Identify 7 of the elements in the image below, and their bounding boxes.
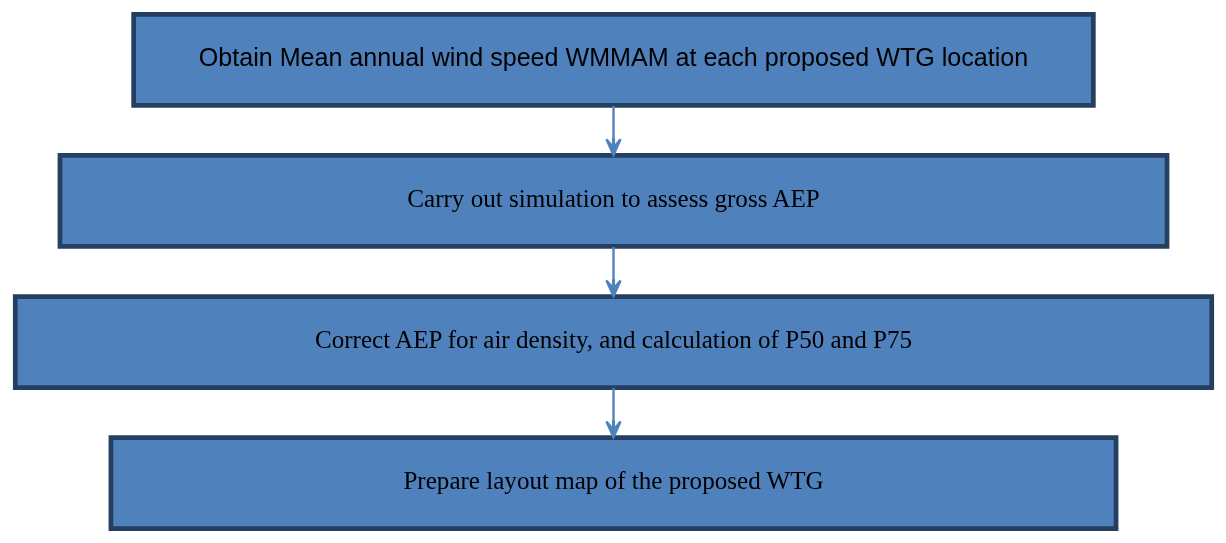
arrow <box>604 388 622 439</box>
arrow <box>604 246 622 298</box>
node-box: Obtain Mean annual wind speed WMMAM at each proposed WTG location <box>130 12 1096 108</box>
node-box: Carry out simulation to assess gross AEP <box>57 153 1169 249</box>
node-box: Correct AEP for air density, and calculation of P50 and P75 <box>12 294 1214 390</box>
node-box: Prepare layout map of the proposed WTG <box>108 435 1118 531</box>
arrow <box>604 105 622 157</box>
